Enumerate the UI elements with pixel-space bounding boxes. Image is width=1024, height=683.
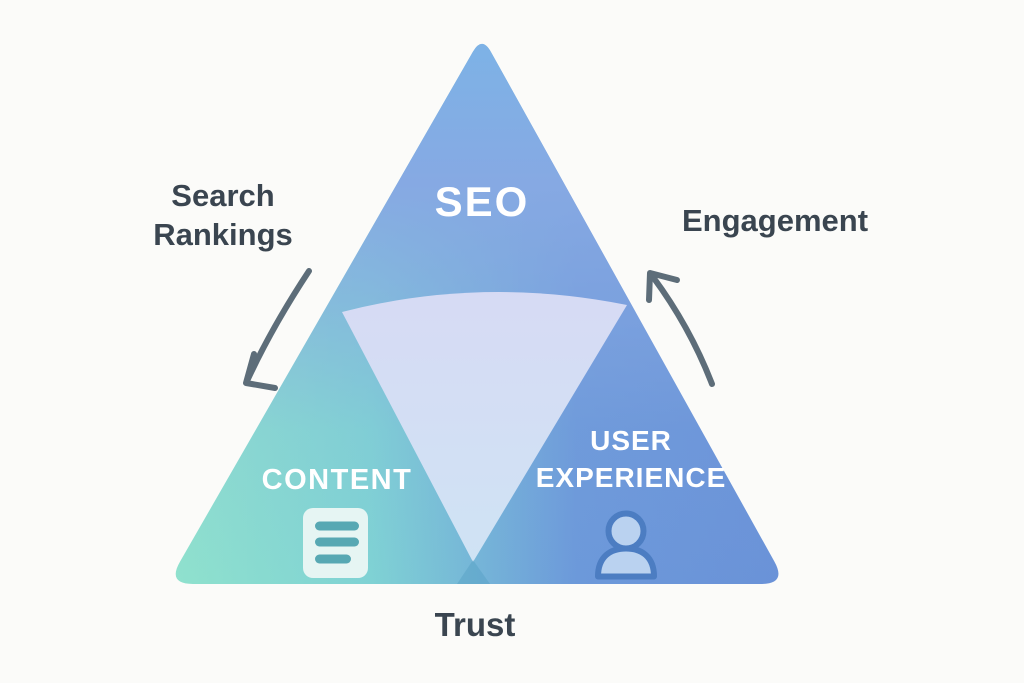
person-icon-head — [605, 510, 647, 552]
section-label-ux-line2: EXPERIENCE — [535, 461, 727, 493]
section-label-user-experience: USER EXPERIENCE — [506, 423, 756, 496]
up-left-arrow-icon — [646, 270, 715, 387]
bottom-overlap-triangle — [457, 560, 490, 584]
section-label-seo: SEO — [434, 178, 530, 225]
section-label-ux-line1: USER — [590, 425, 672, 456]
label-search-rankings-line1: Search — [171, 178, 275, 213]
section-label-content: CONTENT — [261, 464, 413, 496]
person-icon-shoulders — [595, 545, 657, 580]
label-engagement: Engagement — [681, 203, 869, 238]
person-icon — [595, 510, 657, 580]
label-search-rankings: Search Rankings — [73, 176, 373, 254]
document-icon-lines — [315, 521, 359, 564]
down-left-arrow-icon — [243, 268, 312, 391]
arrow-head — [243, 351, 278, 391]
label-search-rankings-line2: Rankings — [153, 217, 293, 252]
arrow-shaft — [650, 274, 715, 387]
arrow-head — [646, 270, 680, 303]
label-trust: Trust — [434, 606, 516, 643]
center-overlap-wedge — [342, 292, 627, 562]
document-icon — [303, 508, 368, 578]
